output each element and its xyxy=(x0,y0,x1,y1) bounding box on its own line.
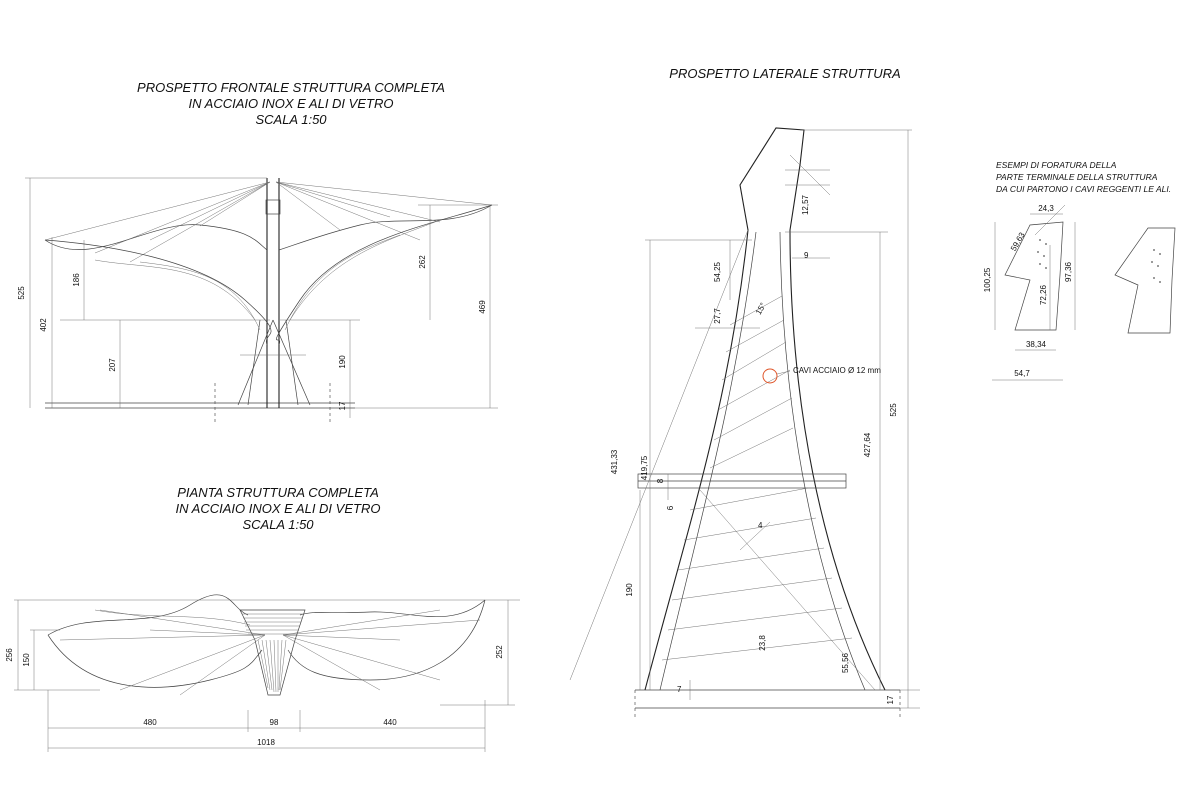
side-dim-23-8: 23,8 xyxy=(758,635,767,651)
side-dim-419-75: 419,75 xyxy=(640,455,649,480)
detail-dim-24-3: 24,3 xyxy=(1038,204,1054,213)
plan-dim-256: 256 xyxy=(5,648,14,662)
side-cable-label: CAVI ACCIAIO Ø 12 mm xyxy=(793,366,881,375)
plan-title-line-3: SCALA 1:50 xyxy=(242,517,314,532)
side-dim-8: 8 xyxy=(656,478,665,483)
front-elevation-title: PROSPETTO FRONTALE STRUTTURA COMPLETA IN… xyxy=(137,80,445,127)
side-title: PROSPETTO LATERALE STRUTTURA xyxy=(669,66,900,81)
side-dim-431-33: 431,33 xyxy=(610,449,619,474)
detail-dim-54-7: 54,7 xyxy=(1014,369,1030,378)
drill-holes-1 xyxy=(1037,239,1047,269)
plan-dim-150: 150 xyxy=(22,653,31,667)
side-dim-525: 525 xyxy=(889,403,898,417)
side-dim-55-56: 55,56 xyxy=(841,652,850,673)
front-dim-469: 469 xyxy=(478,300,487,314)
plan-title-line-2: IN ACCIAIO INOX E ALI DI VETRO xyxy=(176,501,381,516)
side-dim-9: 9 xyxy=(804,251,809,260)
side-dim-190: 190 xyxy=(625,583,634,597)
side-dim-15deg: 15° xyxy=(754,301,768,316)
plan-dim-480: 480 xyxy=(143,718,157,727)
drill-holes-2 xyxy=(1151,249,1161,283)
front-dim-402: 402 xyxy=(39,318,48,332)
detail-title-line-2: PARTE TERMINALE DELLA STRUTTURA xyxy=(996,172,1158,182)
detail-drawing: 24,3 59,63 100,25 97,36 72,26 38,34 54,7 xyxy=(983,204,1176,381)
side-elevation-drawing: CAVI ACCIAIO Ø 12 mm 12,57 9 54,25 15° 2… xyxy=(569,127,920,718)
side-dim-427-64: 427,64 xyxy=(863,432,872,457)
plan-dim-1018: 1018 xyxy=(257,738,275,747)
plan-title-line-1: PIANTA STRUTTURA COMPLETA xyxy=(177,485,379,500)
detail-dim-100-25: 100,25 xyxy=(983,267,992,292)
front-elevation-drawing: 525 402 186 207 190 17 262 469 xyxy=(17,177,498,422)
detail-dim-72-26: 72,26 xyxy=(1039,284,1048,305)
side-dim-54-25: 54,25 xyxy=(713,261,722,282)
detail-title: ESEMPI DI FORATURA DELLA PARTE TERMINALE… xyxy=(996,160,1171,194)
front-dim-525: 525 xyxy=(17,286,26,300)
plan-dim-440: 440 xyxy=(383,718,397,727)
front-dim-186: 186 xyxy=(72,273,81,287)
side-dim-12-57: 12,57 xyxy=(801,194,810,215)
detail-title-line-1: ESEMPI DI FORATURA DELLA xyxy=(996,160,1117,170)
plan-dim-98: 98 xyxy=(270,718,279,727)
front-dim-190: 190 xyxy=(338,355,347,369)
detail-dim-59-63: 59,63 xyxy=(1009,230,1027,252)
front-title-line-3: SCALA 1:50 xyxy=(255,112,327,127)
front-dim-262: 262 xyxy=(418,255,427,269)
front-title-line-1: PROSPETTO FRONTALE STRUTTURA COMPLETA xyxy=(137,80,445,95)
front-dim-17: 17 xyxy=(338,401,347,410)
detail-title-line-3: DA CUI PARTONO I CAVI REGGENTI LE ALI. xyxy=(996,184,1171,194)
side-dim-4: 4 xyxy=(758,521,763,530)
side-dim-27-7: 27,7 xyxy=(713,308,722,324)
front-title-line-2: IN ACCIAIO INOX E ALI DI VETRO xyxy=(189,96,394,111)
side-dim-6: 6 xyxy=(666,505,675,510)
plan-drawing: 256 150 252 480 98 440 1018 xyxy=(5,594,520,752)
detail-dim-38-34: 38,34 xyxy=(1026,340,1047,349)
plan-title: PIANTA STRUTTURA COMPLETA IN ACCIAIO INO… xyxy=(176,485,381,532)
side-dim-17: 17 xyxy=(886,695,895,704)
cable-marker-circle xyxy=(762,368,778,384)
front-dim-207: 207 xyxy=(108,358,117,372)
side-dim-7: 7 xyxy=(677,685,682,694)
detail-dim-97-36: 97,36 xyxy=(1064,261,1073,282)
plan-dim-252: 252 xyxy=(495,645,504,659)
